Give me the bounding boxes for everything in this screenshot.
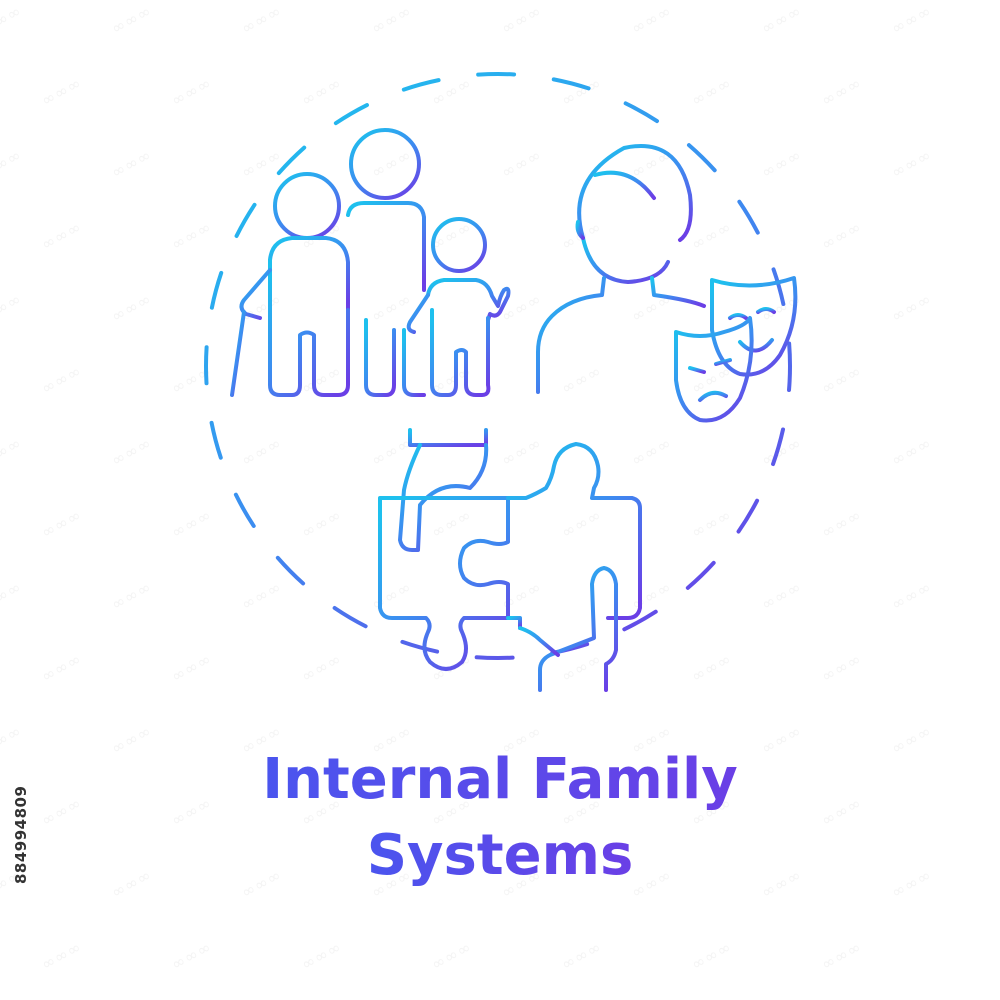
child-figure — [406, 217, 511, 397]
dashed-circle-icon — [204, 72, 792, 660]
adult-figure — [346, 128, 426, 397]
title-line-1: Internal Family — [262, 747, 738, 812]
puzzle-hands-icon — [378, 428, 642, 692]
theater-masks-icon — [674, 276, 798, 423]
person-icon — [536, 143, 706, 394]
family-icon — [230, 128, 511, 397]
side-id-label: 884994809 — [12, 785, 30, 885]
title-line-2: Systems — [366, 823, 634, 888]
grandparent-figure — [230, 172, 350, 397]
